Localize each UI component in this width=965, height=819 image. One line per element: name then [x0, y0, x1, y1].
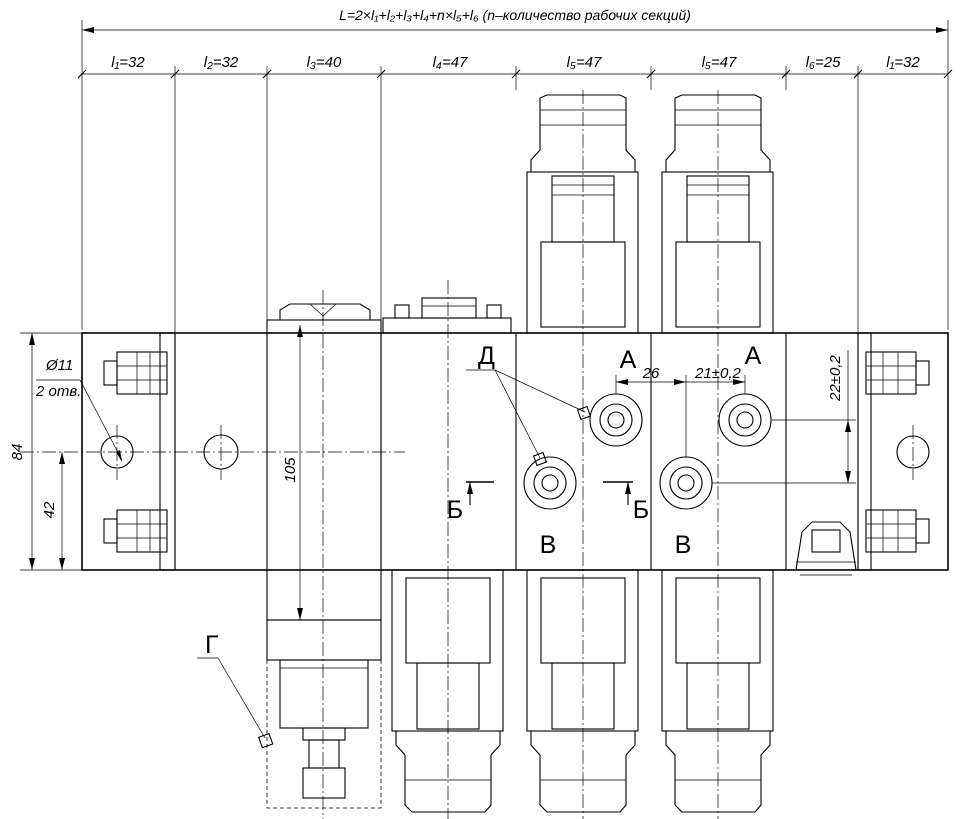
section-label-l3: l₃=40: [307, 54, 342, 71]
dim-84-label: 84: [9, 444, 26, 461]
section-label-l1-right: l₁=32: [886, 54, 920, 71]
callout-g-label: Г: [205, 631, 219, 659]
section-label-l6: l₆=25: [806, 54, 841, 71]
valve-body: [20, 90, 949, 819]
section-tick: [77, 69, 87, 79]
hole-count-label: 2 отв.: [35, 383, 81, 400]
callout-d: Д: [466, 342, 592, 467]
section-label-l2: l₂=32: [204, 54, 239, 71]
section-tick: [943, 69, 953, 79]
hole-callout: Ø11 2 отв.: [35, 357, 123, 462]
lower-solenoids: [391, 569, 774, 813]
left-end-plate: [100, 332, 239, 571]
section-b-left: Б: [447, 496, 463, 524]
inlet-top-fittings: [382, 297, 512, 334]
section-label-l5-first: l₅=47: [567, 54, 602, 71]
right-end-plate: [795, 332, 930, 576]
hole-diameter-label: Ø11: [45, 357, 73, 374]
dim-22-label: 22±0,2: [827, 354, 844, 401]
port-b-label-2: В: [675, 531, 692, 559]
ports: А А В В: [523, 342, 772, 559]
callout-g: Г: [197, 631, 274, 749]
callout-d-label: Д: [478, 342, 495, 370]
dim-42-label: 42: [41, 501, 58, 518]
port-a-label-2: А: [745, 342, 762, 370]
section-b-right: Б: [633, 496, 649, 524]
section-label-l4: l₄=47: [433, 54, 468, 71]
section-markers: Б Б: [447, 481, 649, 524]
overall-dimension: L=2×l₁+l₂+l₃+l₄+n×l₅+l₆ (n–количество ра…: [81, 7, 949, 330]
port-b-label-1: В: [540, 531, 557, 559]
length-formula: L=2×l₁+l₂+l₃+l₄+n×l₅+l₆ (n–количество ра…: [339, 7, 691, 23]
upper-solenoids: [526, 94, 774, 334]
section-label-l5-second: l₅=47: [702, 54, 737, 71]
height-dimensions: 84 42: [9, 332, 82, 571]
dim-105-label: 105: [282, 457, 299, 483]
port-dimensions: 26 21±0,2 22±0,2: [615, 350, 856, 484]
relief-valve: 105: [266, 303, 382, 809]
dim-21-label: 21±0,2: [694, 365, 741, 382]
section-dimensions: l₁=32 l₂=32 l₃=40 l₄=47 l₅=47 l₅=47 l₆=2…: [77, 54, 953, 333]
port-a-label-1: А: [620, 346, 637, 374]
section-label-l1-left: l₁=32: [111, 54, 145, 71]
dim-26-label: 26: [642, 365, 660, 382]
